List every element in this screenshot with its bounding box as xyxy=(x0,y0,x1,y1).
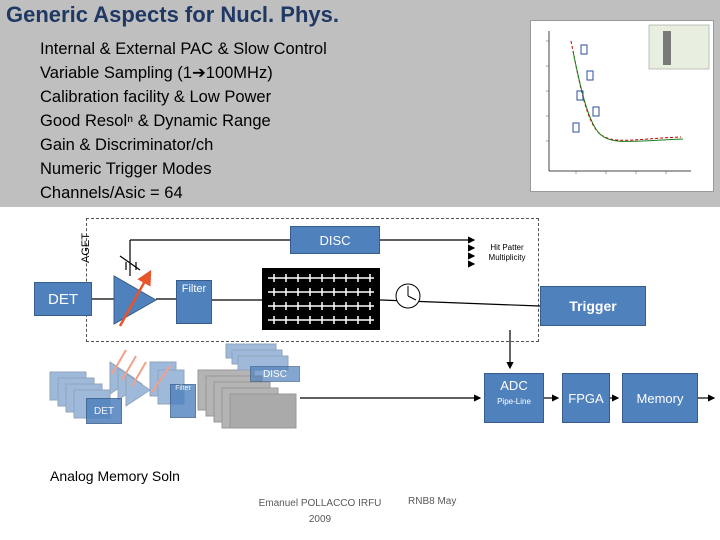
adc-label: ADC xyxy=(500,378,528,393)
bullet-list: Internal & External PAC & Slow Control V… xyxy=(40,37,327,205)
bullet-item: Variable Sampling (1➔100MHz) xyxy=(40,64,273,82)
hit-pattern-label: Hit Patter Multiplicity xyxy=(488,243,526,262)
bullet-item: Internal & External PAC & Slow Control xyxy=(40,40,327,58)
footer-year: 2009 xyxy=(308,514,332,525)
stack-disc-block: DISC xyxy=(250,366,300,382)
footer-author-line: Emanuel POLLACCO IRFU xyxy=(258,498,382,509)
sca-cells-graphic xyxy=(268,274,374,324)
det-block: DET xyxy=(34,282,92,316)
plot-graphic xyxy=(546,24,710,174)
trigger-block: Trigger xyxy=(540,286,646,326)
disc-block: DISC xyxy=(290,226,380,254)
bullet-item: Channels/Asic = 64 xyxy=(40,184,183,202)
footer-author: Emanuel POLLACCO IRFU 2009 xyxy=(250,496,390,528)
slide-title: Generic Aspects for Nucl. Phys. xyxy=(6,2,339,27)
adc-block: ADC Pipe-Line xyxy=(484,373,544,423)
bullet-item: Calibration facility & Low Power xyxy=(40,88,272,106)
bullet-item: Gain & Discriminator/ch xyxy=(40,136,214,154)
fpga-block: FPGA xyxy=(562,373,610,423)
sca-matrix xyxy=(262,268,380,330)
filter-block: Filter xyxy=(176,280,212,324)
bullet-item: Good Resolⁿ & Dynamic Range xyxy=(40,112,271,130)
footer-event: RNB8 May xyxy=(408,496,457,507)
adc-sub-label: Pipe-Line xyxy=(497,397,531,406)
plot-thumbnail xyxy=(530,20,714,192)
bullet-item: Numeric Trigger Modes xyxy=(40,160,212,178)
stack-det-block: DET xyxy=(86,398,122,424)
analog-memory-label: Analog Memory Soln xyxy=(50,468,180,484)
aget-frame xyxy=(86,218,539,342)
stack-filter-block: Filter xyxy=(170,384,196,418)
memory-block: Memory xyxy=(622,373,698,423)
sampling-clock-icon xyxy=(395,283,421,309)
